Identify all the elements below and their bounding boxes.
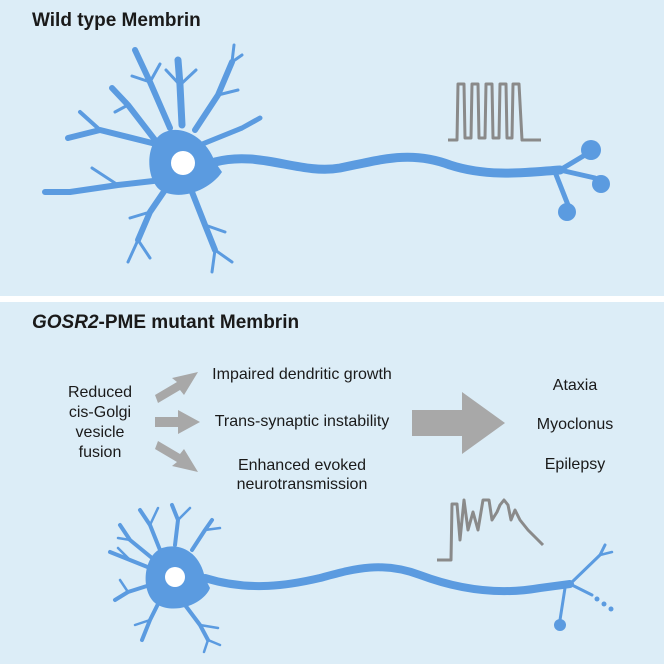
wild-type-panel: Wild type Membrin (0, 0, 664, 296)
wild-type-title: Wild type Membrin (32, 10, 201, 31)
mutant-gene-name: GOSR2 (32, 312, 99, 333)
cause-line-1: Reduced (67, 384, 133, 401)
mutant-spike-trace-icon (437, 498, 545, 562)
mutant-nucleus-icon (165, 567, 185, 587)
cause-line-4: fusion (78, 444, 122, 461)
wild-type-nucleus-icon (171, 151, 195, 175)
effect-trans-synaptic: Trans-synaptic instability (214, 413, 390, 430)
wild-type-spike-trace-icon (448, 82, 541, 142)
symptom-myoclonus: Myoclonus (536, 416, 614, 433)
mutant-panel: GOSR2-PME mutant Membrin (0, 302, 664, 664)
mutant-title-rest: -PME mutant Membrin (98, 312, 300, 333)
symptom-epilepsy: Epilepsy (544, 456, 606, 473)
cause-line-2: cis-Golgi (68, 404, 132, 421)
effect-enhanced-evoked: Enhanced evoked (237, 457, 367, 474)
wild-type-neuron-icon (42, 43, 598, 274)
process-arrow-icons (155, 372, 505, 472)
cause-line-3: vesicle (75, 424, 125, 441)
mutant-title: GOSR2-PME mutant Membrin (32, 312, 299, 334)
mutant-neuron-icon (108, 503, 614, 654)
effect-dendritic-growth: Impaired dendritic growth (212, 366, 392, 383)
symptom-ataxia: Ataxia (552, 377, 598, 394)
effect-neurotransmission: neurotransmission (236, 476, 368, 493)
